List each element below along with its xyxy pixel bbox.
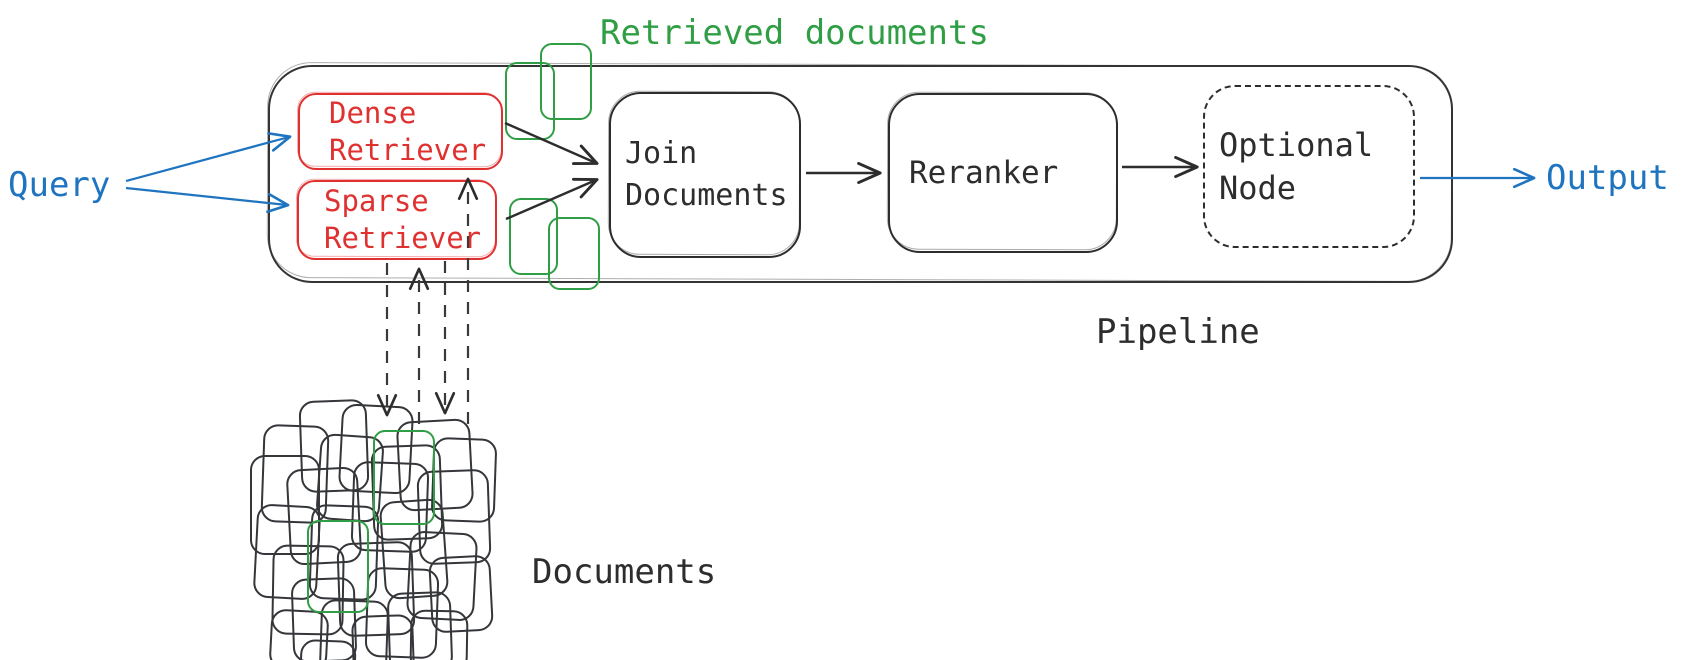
- dense-retriever-node: Dense Retriever: [298, 93, 503, 170]
- retrieved-document-icon: [540, 43, 592, 120]
- arrow-query-to-dense: [125, 132, 292, 183]
- sparse-retriever-label-line2: Retriever: [324, 221, 482, 255]
- join-documents-node: Join Documents: [609, 92, 801, 258]
- dense-retriever-label-line1: Dense: [329, 95, 417, 130]
- join-documents-label-line1: Join: [625, 136, 698, 171]
- retrieved-documents-label: Retrieved documents: [600, 13, 989, 53]
- sparse-retriever-label-line1: Sparse: [324, 184, 429, 218]
- document-shape: [409, 609, 469, 660]
- query-label: Query: [8, 165, 111, 205]
- optional-node-label-line2: Node: [1219, 168, 1297, 207]
- sparse-retriever-node: Sparse Retriever: [297, 180, 497, 260]
- output-label: Output: [1546, 158, 1669, 198]
- reranker-node: Reranker: [888, 93, 1118, 253]
- pipeline-label: Pipeline: [1096, 312, 1260, 352]
- arrow-query-to-sparse: [125, 186, 290, 214]
- optional-node-label-line1: Optional: [1219, 125, 1374, 164]
- document-shape: [250, 455, 320, 555]
- documents-label: Documents: [532, 552, 717, 592]
- join-documents-label-line2: Documents: [625, 178, 788, 213]
- retrieved-document-icon: [548, 217, 600, 290]
- document-shape: [307, 520, 369, 613]
- document-shape: [299, 639, 357, 660]
- optional-node: Optional Node: [1203, 85, 1415, 248]
- dense-retriever-label-line2: Retriever: [329, 132, 487, 167]
- reranker-label: Reranker: [909, 155, 1059, 191]
- document-shape: [373, 430, 435, 525]
- document-shape: [350, 613, 416, 660]
